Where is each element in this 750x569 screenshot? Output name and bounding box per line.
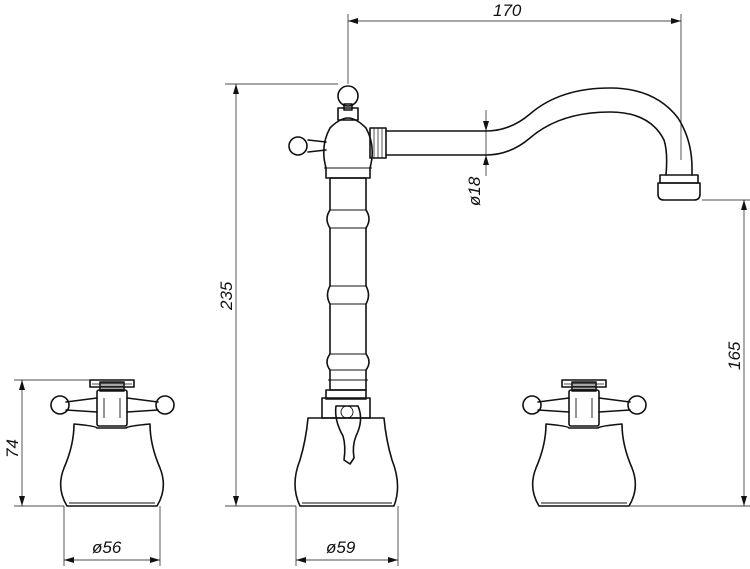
dimension-label-total-height: 235	[217, 281, 236, 311]
dimension-spout-reach: 170	[347, 1, 682, 160]
dimension-label-spout-diameter: ø18	[465, 176, 484, 206]
dimension-label-spout-base-diameter: ø59	[326, 538, 356, 557]
dimension-spout-height: 165	[630, 199, 750, 507]
dimension-handle-height: 74	[3, 379, 92, 507]
dimension-label-spout-reach: 170	[493, 1, 522, 20]
dimension-label-handle-base-diameter: ø56	[92, 538, 122, 557]
center-spout-body	[288, 85, 701, 507]
dimension-spout-base-diameter: ø59	[295, 506, 399, 566]
dimension-label-handle-height: 74	[3, 439, 22, 458]
left-cross-handle-valve	[50, 379, 175, 507]
dimension-label-spout-height: 165	[725, 341, 744, 370]
dimension-total-height: 235	[217, 83, 338, 507]
dimension-spout-diameter: ø18	[465, 110, 489, 206]
dimension-handle-base-diameter: ø56	[63, 506, 161, 566]
right-cross-handle-valve	[522, 379, 647, 507]
